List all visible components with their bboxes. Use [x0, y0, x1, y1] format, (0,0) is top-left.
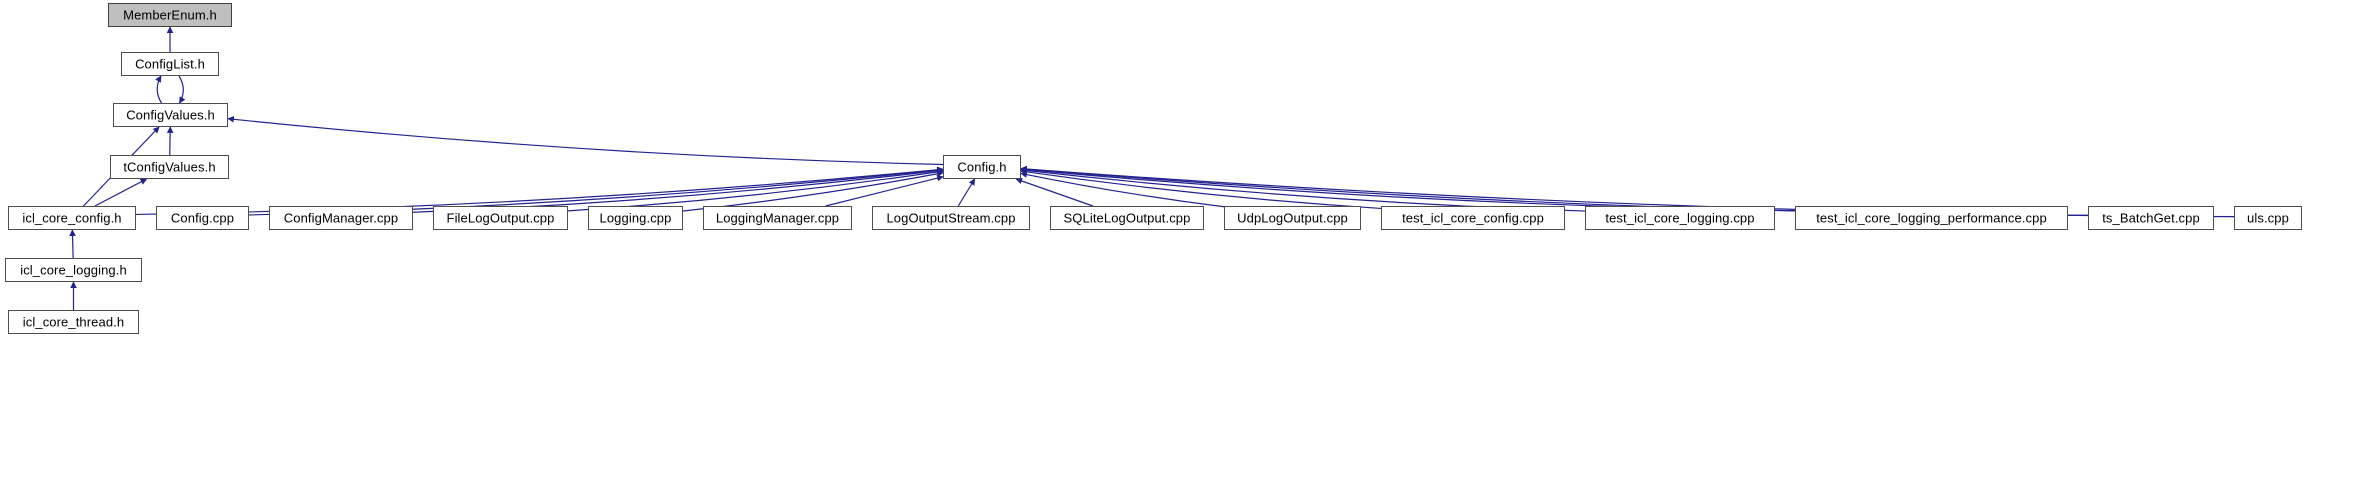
graph-node-label: Config.cpp: [170, 210, 235, 225]
graph-node-label: icl_core_config.h: [22, 210, 122, 225]
graph-node-tconfigvalues-h[interactable]: tConfigValues.h: [110, 155, 229, 179]
graph-node-label: Config.h: [957, 159, 1007, 174]
graph-node-label: ConfigValues.h: [126, 107, 215, 122]
graph-node-test-icl-core-logging-performance-cpp[interactable]: test_icl_core_logging_performance.cpp: [1795, 206, 2068, 230]
graph-edge-test-icl-core-logging-cpp-to-config-h: [1020, 167, 1586, 212]
graph-edge-test-icl-core-config-cpp-to-config-h: [1020, 168, 1382, 210]
graph-node-label: test_icl_core_logging.cpp: [1605, 210, 1755, 225]
graph-node-logoutputstream-cpp[interactable]: LogOutputStream.cpp: [872, 206, 1030, 230]
graph-node-configlist-h[interactable]: ConfigList.h: [121, 52, 219, 76]
graph-node-label: SQLiteLogOutput.cpp: [1063, 210, 1191, 225]
graph-node-label: Logging.cpp: [599, 210, 672, 225]
graph-node-sqlitelogoutput-cpp[interactable]: SQLiteLogOutput.cpp: [1050, 206, 1204, 230]
graph-node-icl-core-config-h[interactable]: icl_core_config.h: [8, 206, 136, 230]
graph-edge-icl-core-config-h-to-tconfigvalues-h: [94, 178, 148, 207]
graph-node-label: test_icl_core_logging_performance.cpp: [1816, 210, 2047, 225]
graph-edge-sqlitelogoutput-cpp-to-config-h: [1015, 177, 1094, 207]
graph-node-label: icl_core_logging.h: [20, 262, 127, 277]
graph-node-icl-core-logging-h[interactable]: icl_core_logging.h: [5, 258, 142, 282]
graph-edge-tconfigvalues-h-to-configvalues-h: [166, 126, 174, 156]
graph-node-logging-cpp[interactable]: Logging.cpp: [588, 206, 683, 230]
graph-node-label: LogOutputStream.cpp: [886, 210, 1016, 225]
graph-node-label: ts_BatchGet.cpp: [2102, 210, 2200, 225]
graph-edge-test-icl-core-logging-performance-cpp-to-config-h: [1020, 166, 1796, 212]
graph-edge-udplogoutput-cpp-to-config-h: [1020, 171, 1225, 208]
graph-node-test-icl-core-config-cpp[interactable]: test_icl_core_config.cpp: [1381, 206, 1565, 230]
graph-node-uls-cpp[interactable]: uls.cpp: [2234, 206, 2302, 230]
graph-node-label: uls.cpp: [2247, 210, 2289, 225]
graph-node-configmanager-cpp[interactable]: ConfigManager.cpp: [269, 206, 413, 230]
graph-edge-configvalues-h-to-configlist-h: [155, 75, 163, 104]
graph-node-loggingmanager-cpp[interactable]: LoggingManager.cpp: [703, 206, 852, 230]
graph-edge-config-h-to-configvalues-h: [227, 116, 944, 166]
graph-edge-loggingmanager-cpp-to-config-h: [825, 174, 944, 207]
graph-node-test-icl-core-logging-cpp[interactable]: test_icl_core_logging.cpp: [1585, 206, 1775, 230]
graph-node-label: FileLogOutput.cpp: [446, 210, 555, 225]
graph-node-config-cpp[interactable]: Config.cpp: [156, 206, 249, 230]
graph-edge-logoutputstream-cpp-to-config-h: [957, 178, 976, 207]
graph-node-icl-core-thread-h[interactable]: icl_core_thread.h: [8, 310, 139, 334]
graph-node-label: ConfigList.h: [135, 56, 205, 71]
graph-node-configvalues-h[interactable]: ConfigValues.h: [113, 103, 228, 127]
graph-edge-filelogoutput-cpp-to-config-h: [567, 168, 944, 212]
graph-node-ts-batchget-cpp[interactable]: ts_BatchGet.cpp: [2088, 206, 2214, 230]
graph-node-memberenum-h[interactable]: MemberEnum.h: [108, 3, 232, 27]
graph-node-label: test_icl_core_config.cpp: [1402, 210, 1544, 225]
graph-node-label: tConfigValues.h: [123, 159, 216, 174]
graph-node-filelogoutput-cpp[interactable]: FileLogOutput.cpp: [433, 206, 568, 230]
graph-node-label: ConfigManager.cpp: [283, 210, 399, 225]
graph-node-label: MemberEnum.h: [123, 7, 217, 22]
graph-node-udplogoutput-cpp[interactable]: UdpLogOutput.cpp: [1224, 206, 1361, 230]
graph-node-config-h[interactable]: Config.h: [943, 155, 1021, 179]
graph-node-label: UdpLogOutput.cpp: [1237, 210, 1348, 225]
graph-edge-icl-core-logging-h-to-icl-core-config-h: [69, 229, 76, 259]
graph-node-label: LoggingManager.cpp: [715, 210, 840, 225]
graph-edge-configlist-h-to-configvalues-h: [178, 75, 186, 104]
graph-node-label: icl_core_thread.h: [22, 314, 125, 329]
